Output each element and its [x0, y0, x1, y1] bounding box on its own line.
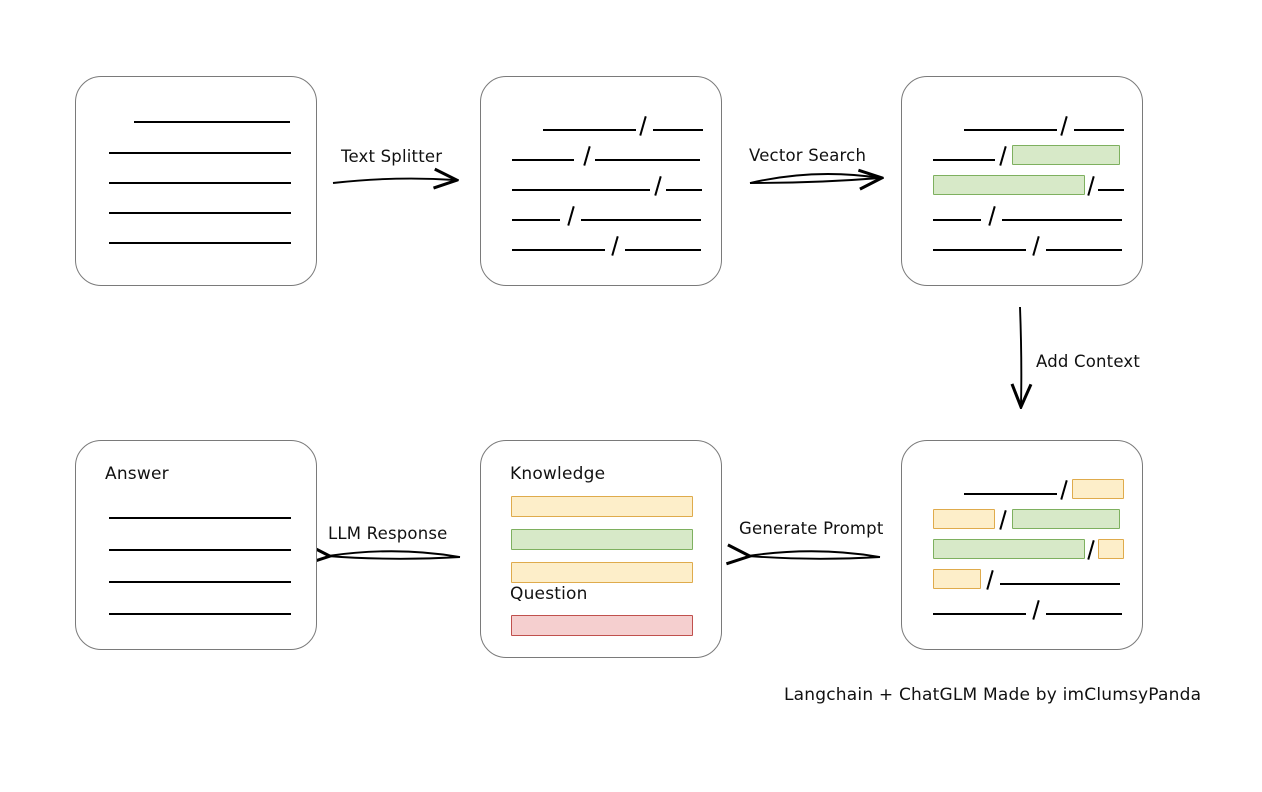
answer-line	[109, 613, 291, 615]
doc-line	[666, 189, 702, 191]
doc-line	[512, 249, 605, 251]
split-slash	[654, 176, 663, 196]
node-matched-document[interactable]	[901, 76, 1143, 286]
node-split-document[interactable]	[480, 76, 722, 286]
edge-label-vector-search: Vector Search	[749, 146, 867, 165]
answer-line	[109, 581, 291, 583]
edge-text-splitter-arrow	[332, 179, 455, 183]
doc-line	[1046, 613, 1122, 615]
split-slash	[999, 510, 1008, 530]
doc-line	[933, 159, 995, 161]
prompt-knowledge-chunk-green	[511, 529, 693, 550]
prompt-knowledge-heading: Knowledge	[510, 464, 606, 484]
answer-line	[109, 549, 291, 551]
prompt-knowledge-chunk-yellow	[511, 496, 693, 517]
edge-label-llm-response: LLM Response	[328, 524, 448, 543]
doc-line	[581, 219, 701, 221]
doc-line	[1000, 583, 1120, 585]
edge-label-text-splitter: Text Splitter	[341, 147, 443, 166]
doc-line	[512, 189, 650, 191]
matched-chunk-green	[933, 175, 1085, 195]
doc-line	[595, 159, 700, 161]
context-chunk-yellow	[1072, 479, 1124, 499]
doc-line	[134, 121, 290, 123]
doc-line	[964, 493, 1057, 495]
split-slash	[999, 146, 1008, 166]
footer-credit: Langchain + ChatGLM Made by imClumsyPand…	[784, 685, 1202, 705]
prompt-question-heading: Question	[510, 584, 588, 604]
doc-line	[512, 219, 560, 221]
prompt-knowledge-chunk-yellow	[511, 562, 693, 583]
split-slash	[1087, 176, 1096, 196]
doc-line	[109, 182, 291, 184]
edge-label-generate-prompt: Generate Prompt	[739, 519, 884, 538]
doc-line	[109, 152, 291, 154]
doc-line	[1098, 189, 1124, 191]
edge-label-add-context: Add Context	[1036, 352, 1141, 371]
doc-line	[933, 219, 981, 221]
doc-line	[543, 129, 636, 131]
split-slash	[567, 206, 576, 226]
context-chunk-green	[933, 539, 1085, 559]
doc-line	[1046, 249, 1122, 251]
doc-line	[964, 129, 1057, 131]
context-chunk-green	[1012, 509, 1120, 529]
split-slash	[1060, 116, 1069, 136]
doc-line	[109, 212, 291, 214]
doc-line	[625, 249, 701, 251]
split-slash	[988, 206, 997, 226]
doc-line	[653, 129, 703, 131]
split-slash	[1060, 480, 1069, 500]
split-slash	[611, 236, 620, 256]
doc-line	[933, 613, 1026, 615]
edge-generate-prompt-arrow	[748, 551, 881, 559]
context-chunk-yellow	[933, 509, 995, 529]
prompt-question-chunk-red	[511, 615, 693, 636]
answer-line	[109, 517, 291, 519]
split-slash	[986, 570, 995, 590]
edge-llm-response-arrow	[328, 551, 461, 559]
doc-line	[109, 242, 291, 244]
doc-line	[512, 159, 574, 161]
edge-add-context-arrow	[1020, 306, 1021, 405]
split-slash	[1032, 600, 1041, 620]
answer-heading: Answer	[105, 464, 169, 484]
doc-line	[933, 249, 1026, 251]
node-context-document[interactable]	[901, 440, 1143, 650]
node-source-document[interactable]	[75, 76, 317, 286]
context-chunk-yellow	[933, 569, 981, 589]
split-slash	[583, 146, 592, 166]
context-chunk-yellow	[1098, 539, 1124, 559]
doc-line	[1002, 219, 1122, 221]
node-prompt[interactable]: Knowledge Question	[480, 440, 722, 658]
doc-line	[1074, 129, 1124, 131]
node-answer[interactable]: Answer	[75, 440, 317, 650]
split-slash	[1087, 540, 1096, 560]
split-slash	[639, 116, 648, 136]
edge-vector-search-arrow	[749, 174, 880, 183]
matched-chunk-green	[1012, 145, 1120, 165]
split-slash	[1032, 236, 1041, 256]
